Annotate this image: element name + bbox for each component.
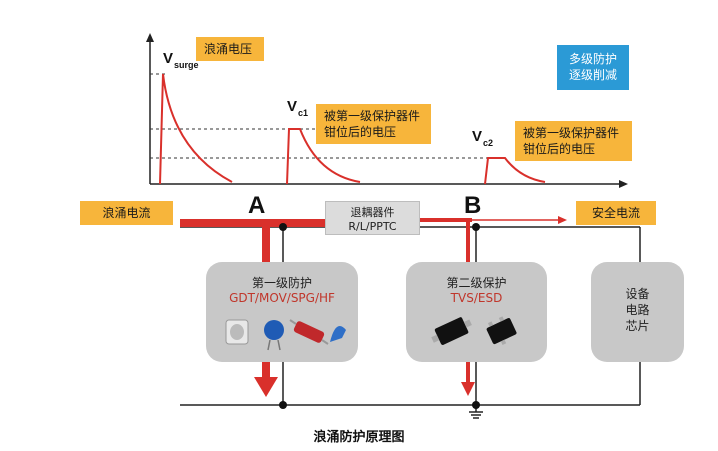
stage1-components-icons — [225, 319, 346, 351]
node-a-label: A — [248, 192, 266, 219]
surge-voltage-tag: 浪涌电压 — [196, 37, 264, 61]
diagram-caption: 浪涌防护原理图 — [313, 430, 405, 445]
vc2-tag: 被第一级保护器件 钳位后的电压 — [515, 121, 632, 161]
vc1-waveform — [286, 128, 361, 185]
v-surge-label: Vsurge — [163, 50, 199, 70]
safe-current-tag: 安全电流 — [576, 201, 656, 225]
output-arrow — [558, 216, 567, 224]
multi-stage-banner: 多级防护 逐级削减 — [557, 45, 629, 90]
mov-icon — [264, 320, 284, 351]
stage2-title: 第二级保护 — [446, 276, 507, 290]
stage2-protection-box: 第二级保护 TVS/ESD — [406, 262, 547, 362]
node-b-label: B — [464, 192, 482, 219]
stage1-drop-arrow — [254, 377, 278, 397]
esd-icon — [486, 316, 517, 345]
surge-waveform — [159, 73, 233, 185]
gdt-icon — [225, 319, 249, 345]
hf-icon — [330, 326, 346, 342]
surge-path-input — [180, 219, 325, 227]
stage2-components-icons — [430, 316, 517, 345]
vc1-tag: 被第一级保护器件 钳位后的电压 — [316, 104, 431, 144]
vc1-label: Vc1 — [287, 98, 309, 118]
surge-current-tag: 浪涌电流 — [80, 201, 173, 225]
device-circuit-box: 设备 电路 芯片 — [591, 262, 684, 362]
junction-a-top — [279, 223, 287, 231]
tvs-icon — [430, 317, 472, 345]
stage2-parts: TVS/ESD — [450, 291, 503, 305]
junction-a-bottom — [279, 401, 287, 409]
device-label: 设备 电路 芯片 — [625, 287, 650, 333]
vc2-label: Vc2 — [472, 128, 494, 148]
y-axis-arrow — [146, 33, 154, 42]
stage1-protection-box: 第一级防护 GDT/MOV/SPG/HF — [206, 262, 358, 362]
decoupling-device: 退耦器件 R/L/PPTC — [325, 201, 420, 235]
stage2-drop-arrow — [461, 382, 475, 396]
x-axis-arrow — [619, 180, 628, 188]
stage1-title: 第一级防护 — [251, 276, 312, 290]
junction-b-top — [472, 223, 480, 231]
stage1-parts: GDT/MOV/SPG/HF — [229, 291, 335, 305]
vc2-waveform — [484, 157, 546, 185]
junction-b-bottom — [472, 401, 480, 409]
spg-icon — [289, 319, 329, 345]
